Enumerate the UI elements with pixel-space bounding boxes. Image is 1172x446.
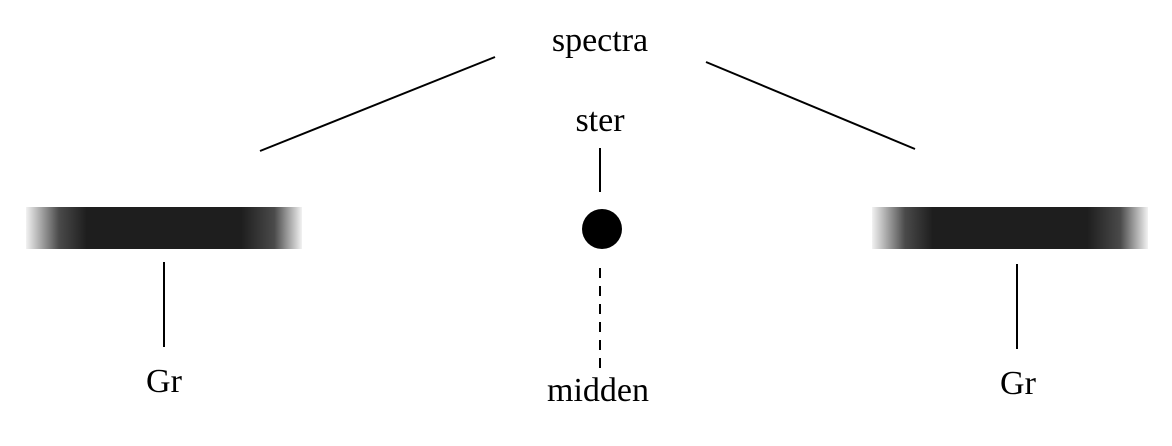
left-spectrum-band (26, 207, 302, 249)
star-dot (582, 209, 622, 249)
spectra-right-line (705, 61, 916, 150)
right-spectrum-band (872, 207, 1148, 249)
spectra-left-line (259, 56, 496, 152)
left-grating-label: Gr (146, 363, 182, 400)
center-label: midden (547, 372, 649, 409)
right-grating-label: Gr (1000, 365, 1036, 402)
star-label: ster (575, 102, 625, 139)
spectra-label: spectra (551, 22, 649, 59)
